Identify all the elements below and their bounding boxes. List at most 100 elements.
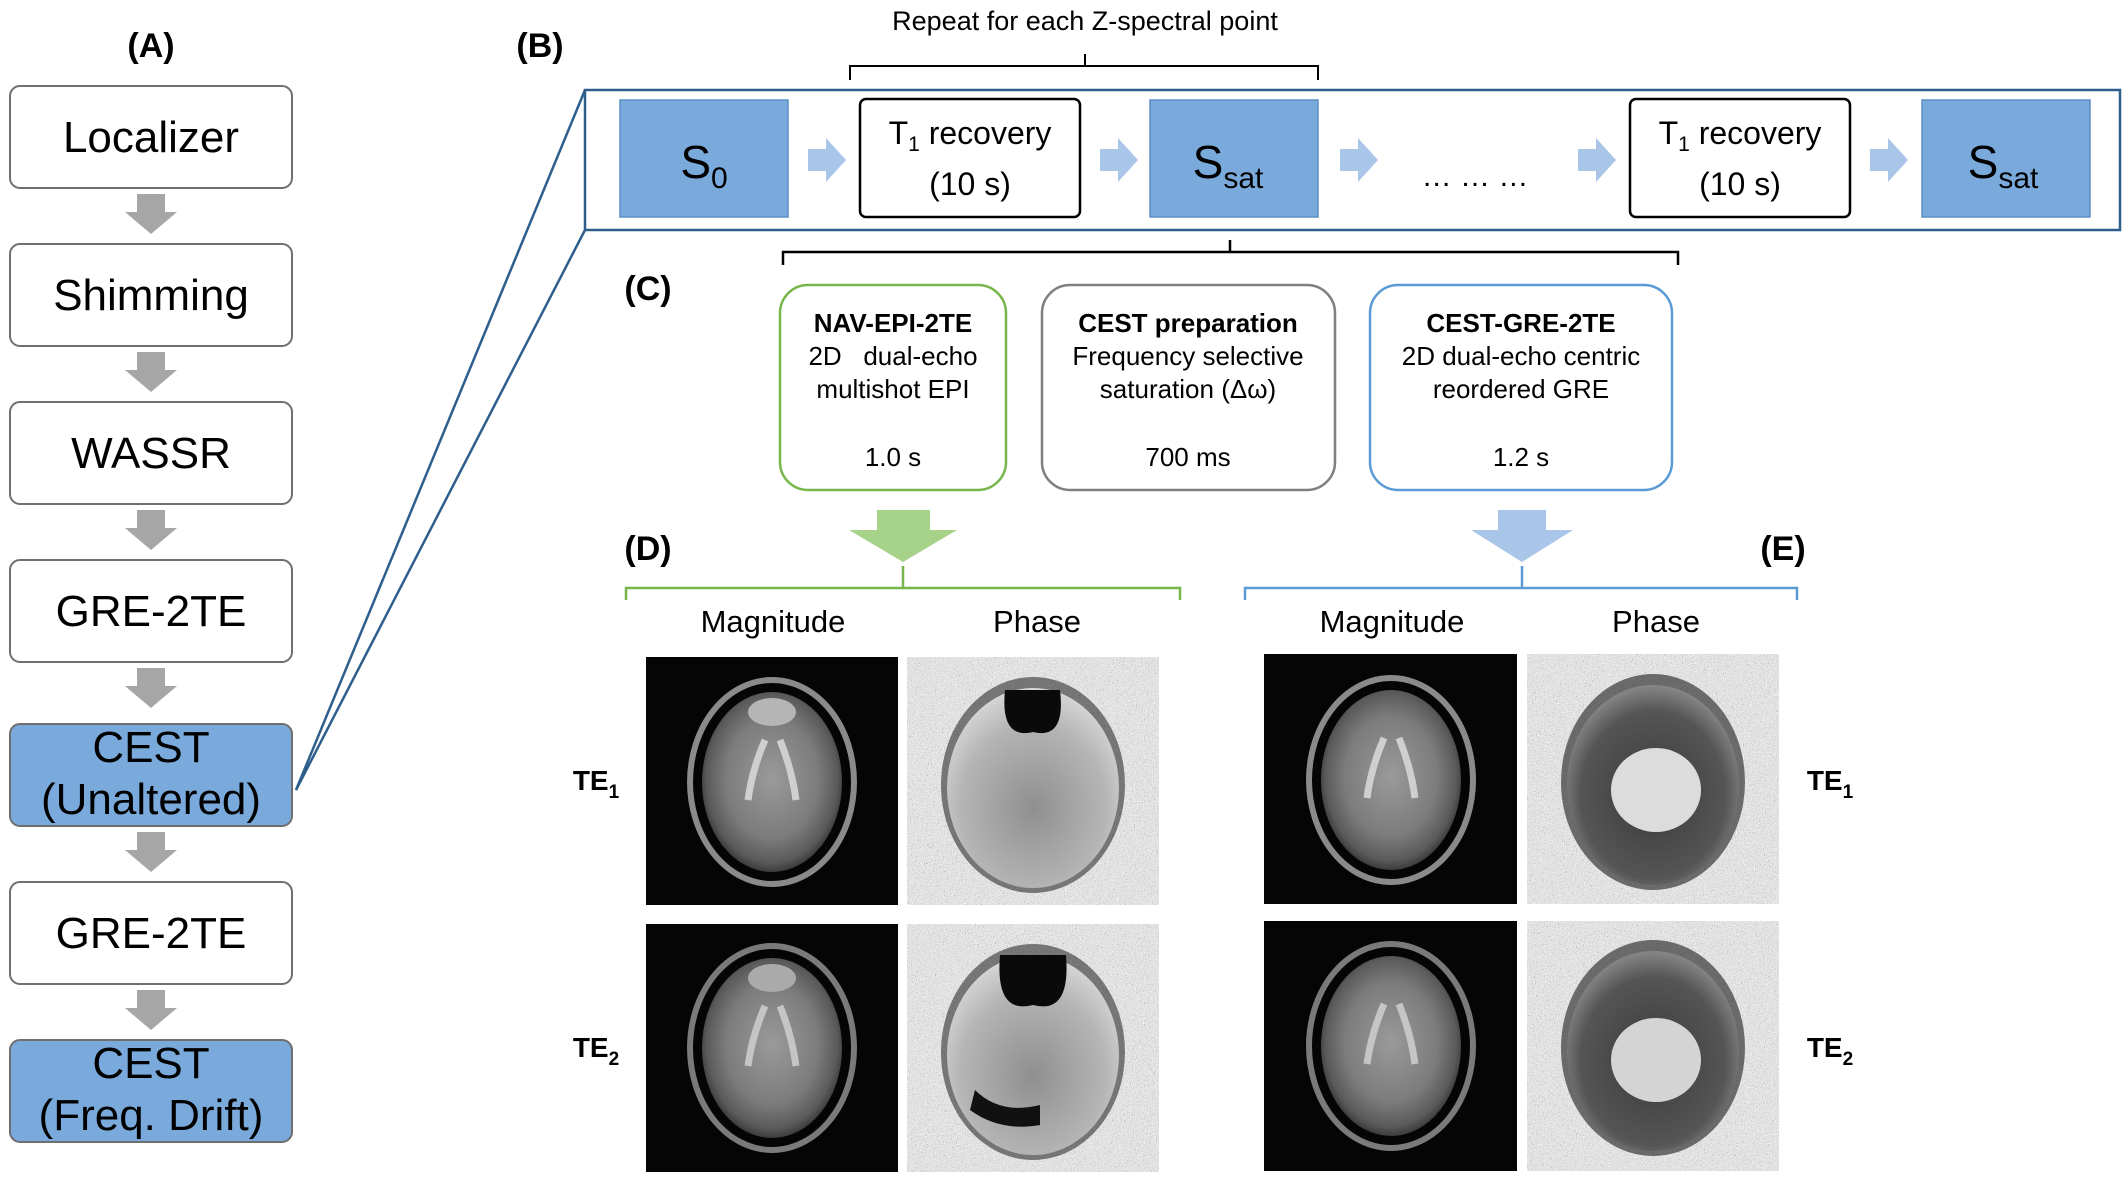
ssat-box-2	[1921, 99, 2091, 218]
flow-step-7: CEST(Freq. Drift)	[9, 1039, 293, 1143]
panel-d: (D) Magnitude Phase	[573, 530, 1182, 1172]
sequence-frame	[583, 88, 2122, 232]
panel-b-label: (B)	[516, 27, 563, 65]
flow-step-label: CEST	[92, 723, 209, 772]
flow-down-arrow	[125, 194, 177, 234]
panel-e-te1-label: TE1	[1807, 765, 1854, 803]
sequence-right-arrow	[1578, 138, 1616, 182]
cest-gre-time: 1.2 s	[1493, 442, 1549, 472]
flow-step-3: WASSR	[9, 401, 293, 505]
s0-box	[619, 99, 789, 218]
panel-e-magnitude-te1-image	[1264, 654, 1517, 904]
panel-d-phase-te2-image	[907, 924, 1159, 1172]
t1-recovery-box-1	[858, 97, 1082, 219]
panel-e: (E) Magnitude Phase	[1243, 530, 1854, 1171]
panel-e-magnitude-te2-image	[1264, 921, 1517, 1171]
t1-recovery-duration-1: (10 s)	[929, 166, 1011, 202]
sequence-right-arrow	[1340, 138, 1378, 182]
ssat-label-1: Ssat	[1193, 136, 1264, 195]
zoom-line-top	[294, 89, 587, 791]
flow-step-box	[9, 243, 293, 347]
flow-step-box	[9, 559, 293, 663]
cest-gre-title: CEST-GRE-2TE	[1426, 308, 1615, 338]
flow-step-label: Localizer	[63, 113, 239, 162]
flow-step-box	[9, 881, 293, 985]
flow-step-label: CEST	[92, 1039, 209, 1088]
panel-d-magnitude-te2-image	[646, 924, 898, 1172]
panel-d-bracket	[624, 566, 1182, 600]
blue-down-arrow	[1471, 510, 1573, 562]
flow-step-4: GRE-2TE	[9, 559, 293, 663]
nav-epi-line2: multishot EPI	[816, 374, 969, 404]
sequence-right-arrow	[1100, 138, 1138, 182]
cest-gre-line2: reordered GRE	[1433, 374, 1609, 404]
flow-step-label: (Unaltered)	[41, 775, 261, 824]
nav-epi-line1: 2D dual-echo	[808, 341, 977, 371]
cest-prep-line1: Frequency selective	[1072, 341, 1303, 371]
sequence-right-arrow	[808, 138, 846, 182]
zoom-line-bottom	[294, 229, 587, 791]
repeat-brace	[849, 54, 1319, 80]
nav-epi-time: 1.0 s	[865, 442, 921, 472]
flow-step-6: GRE-2TE	[9, 881, 293, 985]
ssat-label-2: Ssat	[1968, 136, 2039, 195]
t1-recovery-duration-2: (10 s)	[1699, 166, 1781, 202]
panel-e-bracket	[1243, 566, 1799, 600]
nav-epi-box	[778, 283, 1008, 492]
panel-c: (C) NAV-EPI-2TE 2D dual-echo multishot E…	[624, 240, 1680, 562]
flow-step-2: Shimming	[9, 243, 293, 347]
panel-e-phase-te1-image	[1527, 654, 1779, 904]
panel-e-phase-header: Phase	[1612, 604, 1700, 639]
flow-step-5: CEST(Unaltered)	[9, 723, 293, 827]
panel-d-magnitude-te1-image	[646, 657, 898, 905]
flow-step-box	[9, 401, 293, 505]
flow-down-arrow	[125, 352, 177, 392]
flow-step-box	[9, 1039, 293, 1143]
panel-c-bracket	[781, 240, 1680, 265]
t1-recovery-label-1: T1 recovery	[889, 115, 1052, 156]
panel-d-phase-header: Phase	[993, 604, 1081, 639]
cest-prep-title: CEST preparation	[1078, 308, 1298, 338]
flow-step-label: GRE-2TE	[56, 587, 247, 636]
sequence-right-arrow	[1870, 138, 1908, 182]
flow-arrows	[125, 194, 177, 1030]
ellipsis: … … …	[1422, 160, 1529, 193]
panel-a: (A) LocalizerShimmingWASSRGRE-2TECEST(Un…	[9, 27, 293, 1143]
t1-recovery-label-2: T1 recovery	[1659, 115, 1822, 156]
cest-gre-box	[1368, 283, 1674, 492]
panel-e-te2-label: TE2	[1807, 1032, 1853, 1070]
panel-e-magnitude-header: Magnitude	[1320, 604, 1465, 639]
panel-c-label: (C)	[624, 270, 671, 308]
flow-step-label: (Freq. Drift)	[39, 1091, 264, 1140]
flow-step-label: WASSR	[71, 429, 231, 478]
flow-down-arrow	[125, 668, 177, 708]
flow-down-arrow	[125, 990, 177, 1030]
ssat-box-1	[1149, 99, 1319, 218]
cest-prep-time: 700 ms	[1145, 442, 1230, 472]
panel-e-phase-te2-image	[1527, 921, 1779, 1171]
cest-gre-line1: 2D dual-echo centric	[1402, 341, 1640, 371]
panel-b: (B) Repeat for each Z-spectral point S0 …	[516, 6, 2122, 232]
panel-d-magnitude-header: Magnitude	[701, 604, 846, 639]
panel-e-label: (E)	[1760, 530, 1805, 568]
t1-recovery-box-2	[1628, 97, 1852, 219]
flow-step-box	[9, 85, 293, 189]
sequence-arrows	[808, 138, 1908, 182]
flow-down-arrow	[125, 832, 177, 872]
panel-d-phase-te1-image	[907, 657, 1159, 905]
panel-a-label: (A)	[127, 27, 174, 65]
panel-d-te2-label: TE2	[573, 1032, 619, 1070]
panel-d-label: (D)	[624, 530, 671, 568]
green-down-arrow	[849, 510, 957, 562]
flow-step-label: GRE-2TE	[56, 909, 247, 958]
cest-prep-line2: saturation (Δω)	[1100, 374, 1276, 404]
panel-d-te1-label: TE1	[573, 765, 620, 803]
s0-label: S0	[680, 136, 727, 195]
flow-step-1: Localizer	[9, 85, 293, 189]
flow-down-arrow	[125, 510, 177, 550]
flow-step-label: Shimming	[53, 271, 249, 320]
nav-epi-title: NAV-EPI-2TE	[814, 308, 972, 338]
flow-step-box	[9, 723, 293, 827]
flow-steps: LocalizerShimmingWASSRGRE-2TECEST(Unalte…	[9, 85, 293, 1143]
